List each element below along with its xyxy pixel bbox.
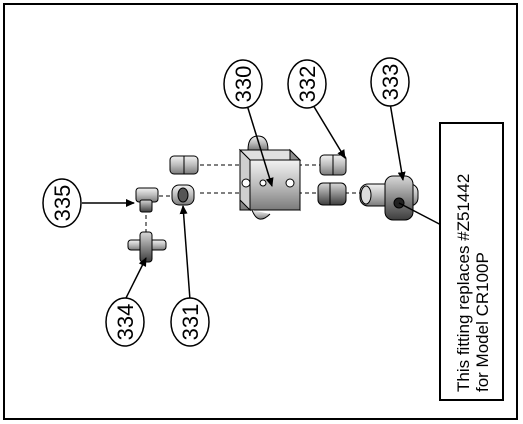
callout-330: 330 (223, 59, 263, 109)
note-line-2: for Model CR100P (473, 252, 492, 392)
callout-334: 334 (105, 297, 145, 347)
elbow-fitting-part (135, 187, 159, 213)
left-fittings (169, 155, 199, 206)
svg-text:333: 333 (378, 64, 403, 101)
svg-text:330: 330 (231, 66, 256, 103)
svg-text:331: 331 (178, 304, 203, 341)
callout-331: 331 (170, 297, 210, 347)
note-line-1: This fitting replaces #Z51442 (454, 174, 473, 392)
replacement-note: This fitting replaces #Z51442 for Model … (439, 122, 504, 401)
svg-text:335: 335 (50, 185, 75, 222)
right-fittings (317, 154, 347, 206)
callout-332: 332 (287, 59, 327, 109)
svg-text:334: 334 (113, 304, 138, 341)
valve-block-part (238, 135, 302, 220)
tee-small-part (127, 231, 167, 263)
svg-text:332: 332 (295, 66, 320, 103)
callout-333: 333 (370, 57, 410, 107)
callout-335: 335 (42, 178, 82, 228)
